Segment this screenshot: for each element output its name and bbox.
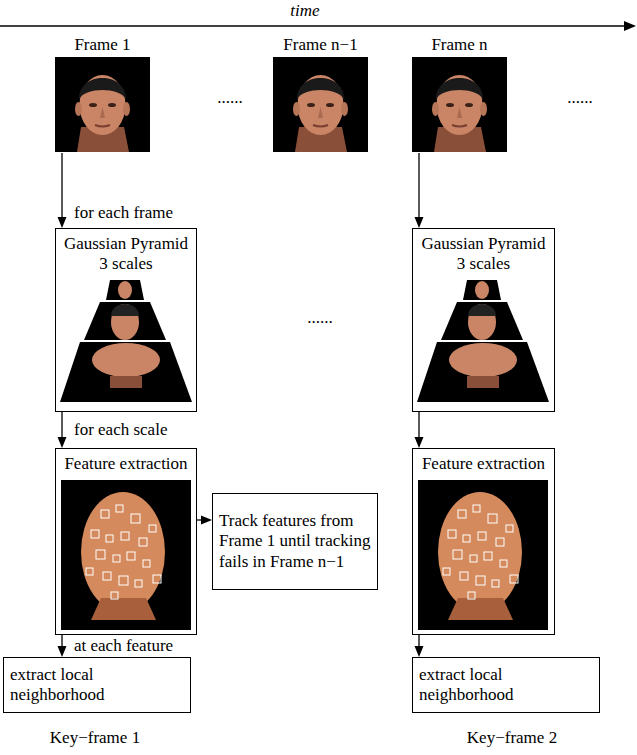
box-title: Feature extraction — [419, 454, 548, 474]
frame-image: Frame n — [402, 35, 517, 153]
box-subtitle: 3 scales — [62, 254, 190, 274]
arrow-connector — [197, 516, 212, 525]
arrow-connector — [58, 412, 67, 448]
key-frame-label: Key−frame 2 — [437, 728, 587, 748]
edge-label: at each feature — [72, 636, 175, 656]
box-title: Frame 1 — [45, 35, 160, 55]
box-title: Frame n−1 — [263, 35, 378, 55]
box-title: Frame n — [402, 35, 517, 55]
axis-label: time — [260, 1, 350, 21]
process-box: Gaussian Pyramid3 scales — [55, 228, 197, 412]
process-box: extract local neighborhood — [3, 657, 191, 713]
arrow-connector — [415, 412, 424, 448]
box-title: extract local neighborhood — [419, 665, 593, 706]
box-title: Feature extraction — [62, 454, 190, 474]
frame-image: Frame 1 — [45, 35, 160, 153]
box-title: Gaussian Pyramid — [419, 234, 548, 254]
frame-image: Frame n−1 — [263, 35, 378, 153]
box-title: extract local neighborhood — [10, 665, 184, 706]
arrow-connector — [415, 635, 424, 657]
process-box: extract local neighborhood — [412, 657, 600, 713]
ellipsis: ...... — [295, 308, 345, 328]
box-title: Gaussian Pyramid — [62, 234, 190, 254]
arrow-connector — [58, 635, 67, 657]
box-title: Track features from Frame 1 until tracki… — [219, 511, 371, 572]
key-frame-label: Key−frame 1 — [20, 728, 170, 748]
arrow-connector — [58, 153, 67, 228]
process-box: Gaussian Pyramid3 scales — [412, 228, 555, 412]
process-box: Feature extraction — [55, 448, 197, 635]
ellipsis: ...... — [555, 88, 605, 108]
box-subtitle: 3 scales — [419, 254, 548, 274]
edge-label: for each scale — [72, 420, 169, 440]
edge-label: for each frame — [72, 203, 175, 223]
process-box: Feature extraction — [412, 448, 555, 635]
ellipsis: ...... — [205, 88, 255, 108]
arrow-connector — [415, 153, 424, 228]
process-box: Track features from Frame 1 until tracki… — [212, 493, 378, 590]
